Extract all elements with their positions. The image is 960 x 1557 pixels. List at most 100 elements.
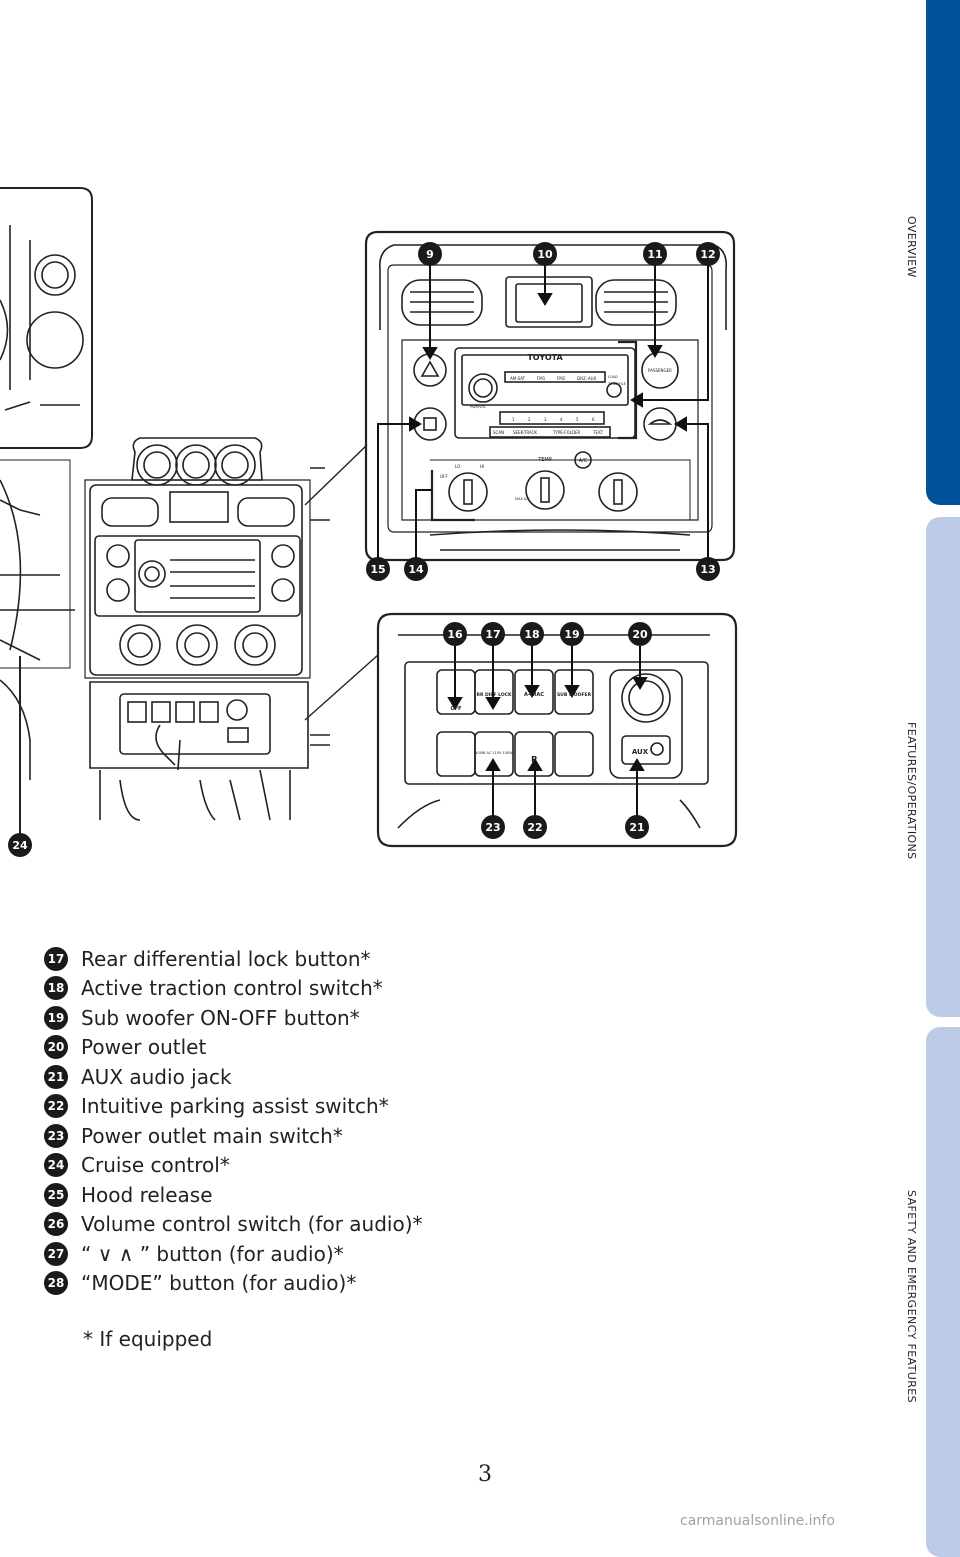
- tab-safety-emergency[interactable]: [926, 1027, 960, 1557]
- legend-item: 27 “ ∨ ∧ ” button (for audio)*: [44, 1239, 423, 1269]
- dashboard-illustration: TOYOTA PASSENGER TEMP A/C LO HI OFF MAX …: [0, 187, 738, 857]
- legend-number-badge: 26: [44, 1212, 68, 1237]
- svg-text:23: 23: [485, 821, 500, 834]
- rr-diff-label: RR DIFF LOCK: [477, 692, 512, 698]
- preset-3: 3: [544, 417, 547, 422]
- preset-1: 1: [512, 417, 515, 422]
- legend-item: 19 Sub woofer ON-OFF button*: [44, 1003, 423, 1033]
- legend-number-badge: 18: [44, 976, 68, 1001]
- radio-brand-label: TOYOTA: [527, 353, 563, 362]
- radio-type-folder: TYPE-FOLDER: [552, 430, 581, 435]
- preset-5: 5: [576, 417, 579, 422]
- legend-text: “MODE” button (for audio)*: [81, 1271, 357, 1296]
- legend-list: 17 Rear differential lock button* 18 Activ…: [44, 944, 423, 1298]
- legend-number-badge: 28: [44, 1271, 68, 1296]
- band-am-sat: AM-SAT: [510, 376, 526, 381]
- legend-text: Sub woofer ON-OFF button*: [81, 1005, 360, 1030]
- legend-text: Volume control switch (for audio)*: [81, 1212, 423, 1237]
- svg-text:10: 10: [537, 248, 553, 261]
- svg-text:21: 21: [629, 821, 644, 834]
- tab-overview[interactable]: [926, 0, 960, 505]
- svg-text:22: 22: [527, 821, 542, 834]
- sub-woofer-label: SUB WOOFER: [557, 692, 592, 698]
- legend-item: 28 “MODE” button (for audio)*: [44, 1269, 423, 1299]
- svg-text:15: 15: [370, 563, 385, 576]
- callout-16: 16: [443, 622, 467, 646]
- legend-text: Active traction control switch*: [81, 976, 383, 1001]
- band-fm2: FM2: [557, 376, 566, 381]
- legend-item: 22 Intuitive parking assist switch*: [44, 1092, 423, 1122]
- legend-item: 21 AUX audio jack: [44, 1062, 423, 1092]
- a-trac-label: A-TRAC: [524, 692, 544, 698]
- callout-13: 13: [696, 557, 720, 581]
- watermark-text: carmanualsonline.info: [680, 1513, 835, 1529]
- svg-text:12: 12: [700, 248, 715, 261]
- svg-text:17: 17: [485, 628, 500, 641]
- callout-18: 18: [520, 622, 544, 646]
- legend-item: 17 Rear differential lock button*: [44, 944, 423, 974]
- load-label: LOAD: [608, 375, 618, 379]
- parking-label: P: [531, 755, 537, 764]
- band-disc-aux: DISC-AUX: [577, 376, 597, 381]
- inverter-label: 400W AC 115V 100W: [475, 751, 513, 755]
- legend-text: “ ∨ ∧ ” button (for audio)*: [81, 1241, 344, 1266]
- svg-text:18: 18: [524, 628, 539, 641]
- callout-10: 10: [533, 242, 557, 266]
- legend-text: Rear differential lock button*: [81, 946, 371, 971]
- tune-file-label: TUNE FILE: [607, 382, 626, 386]
- hi-label: HI: [480, 464, 484, 469]
- legend-number-badge: 25: [44, 1182, 68, 1207]
- radio-scan: SCAN: [493, 430, 504, 435]
- preset-2: 2: [528, 417, 531, 422]
- legend-text: Cruise control*: [81, 1153, 230, 1178]
- callout-19: 19: [560, 622, 584, 646]
- legend-number-badge: 27: [44, 1241, 68, 1266]
- passenger-label: PASSENGER: [648, 368, 672, 373]
- legend-text: Power outlet main switch*: [81, 1123, 343, 1148]
- svg-text:24: 24: [12, 839, 28, 852]
- aux-label: AUX: [632, 748, 649, 756]
- preset-4: 4: [560, 417, 563, 422]
- callout-15: 15: [366, 557, 390, 581]
- svg-text:13: 13: [700, 563, 715, 576]
- svg-text:20: 20: [632, 628, 648, 641]
- callout-11: 11: [643, 242, 667, 266]
- callout-17: 17: [481, 622, 505, 646]
- legend-number-badge: 23: [44, 1123, 68, 1148]
- svg-text:14: 14: [408, 563, 424, 576]
- callout-20: 20: [628, 622, 652, 646]
- legend-number-badge: 17: [44, 946, 68, 971]
- callout-22: 22: [523, 815, 547, 839]
- svg-text:9: 9: [426, 248, 434, 261]
- preset-6: 6: [592, 417, 595, 422]
- callout-21: 21: [625, 815, 649, 839]
- callout-14: 14: [404, 557, 428, 581]
- legend-number-badge: 20: [44, 1035, 68, 1060]
- page-number: 3: [478, 1462, 492, 1487]
- tab-features-operations[interactable]: [926, 517, 960, 1017]
- svg-text:16: 16: [447, 628, 463, 641]
- svg-text:19: 19: [564, 628, 579, 641]
- ac-label: A/C: [579, 458, 588, 464]
- lo-label: LO: [455, 464, 460, 469]
- legend-number-badge: 24: [44, 1153, 68, 1178]
- footnote: * If equipped: [83, 1327, 213, 1351]
- legend-number-badge: 22: [44, 1094, 68, 1119]
- legend-text: AUX audio jack: [81, 1064, 232, 1089]
- legend-number-badge: 19: [44, 1005, 68, 1030]
- legend-number-badge: 21: [44, 1064, 68, 1089]
- callout-12: 12: [696, 242, 720, 266]
- fan-off-label: OFF: [440, 474, 448, 479]
- legend-item: 23 Power outlet main switch*: [44, 1121, 423, 1151]
- band-fm1: FM1: [537, 376, 546, 381]
- callout-23: 23: [481, 815, 505, 839]
- pwr-vol-label: PWR/VOL: [470, 405, 486, 409]
- max-ac-label: MAX A/C: [515, 497, 530, 501]
- legend-text: Intuitive parking assist switch*: [81, 1094, 389, 1119]
- svg-text:11: 11: [647, 248, 662, 261]
- legend-item: 18 Active traction control switch*: [44, 974, 423, 1004]
- legend-item: 24 Cruise control*: [44, 1151, 423, 1181]
- callout-9: 9: [418, 242, 442, 266]
